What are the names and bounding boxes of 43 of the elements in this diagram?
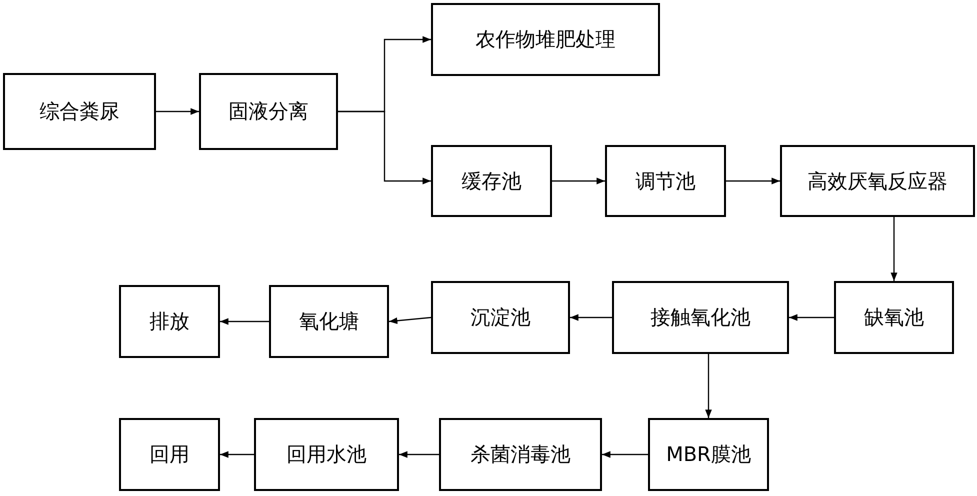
arrow [552,178,605,184]
arrow [220,318,269,325]
box-label: 综合粪尿 [40,98,120,125]
box-label: 缺氧池 [864,304,924,331]
process-box [119,418,220,491]
process-box [780,145,975,217]
process-box [439,418,602,491]
box-label: 缓存池 [462,168,522,194]
process-box [431,3,660,76]
box-label: MBR膜池 [666,441,751,468]
process-box [431,145,552,217]
arrow [789,314,834,321]
arrow [890,217,898,281]
process-box [254,418,399,491]
box-label: 调节池 [636,168,696,194]
arrow [220,451,254,458]
arrow [388,316,432,324]
box-label: 杀菌消毒池 [470,441,570,468]
box-label: 沉淀池 [470,304,530,331]
arrow [399,451,439,458]
arrow [156,108,199,115]
box-label: 回用 [150,441,190,468]
process-box [431,281,570,354]
process-box [199,73,338,150]
process-box [119,285,220,358]
arrow [570,314,612,321]
process-box [605,145,726,217]
process-box [612,281,789,354]
arrow [726,178,780,184]
box-label: 接触氧化池 [650,304,750,331]
arrow [338,110,431,184]
box-label: 高效厌氧反应器 [808,168,948,194]
process-box [269,285,389,358]
process-box [3,73,156,150]
box-label: 回用水池 [286,441,366,468]
box-label: 排放 [150,308,190,335]
box-label: 氧化塘 [299,308,359,335]
process-box [648,418,769,491]
arrow [602,451,648,458]
process-box [834,281,954,354]
arrow [705,354,712,418]
box-label: 农作物堆肥处理 [476,26,616,53]
box-label: 固液分离 [228,98,308,125]
